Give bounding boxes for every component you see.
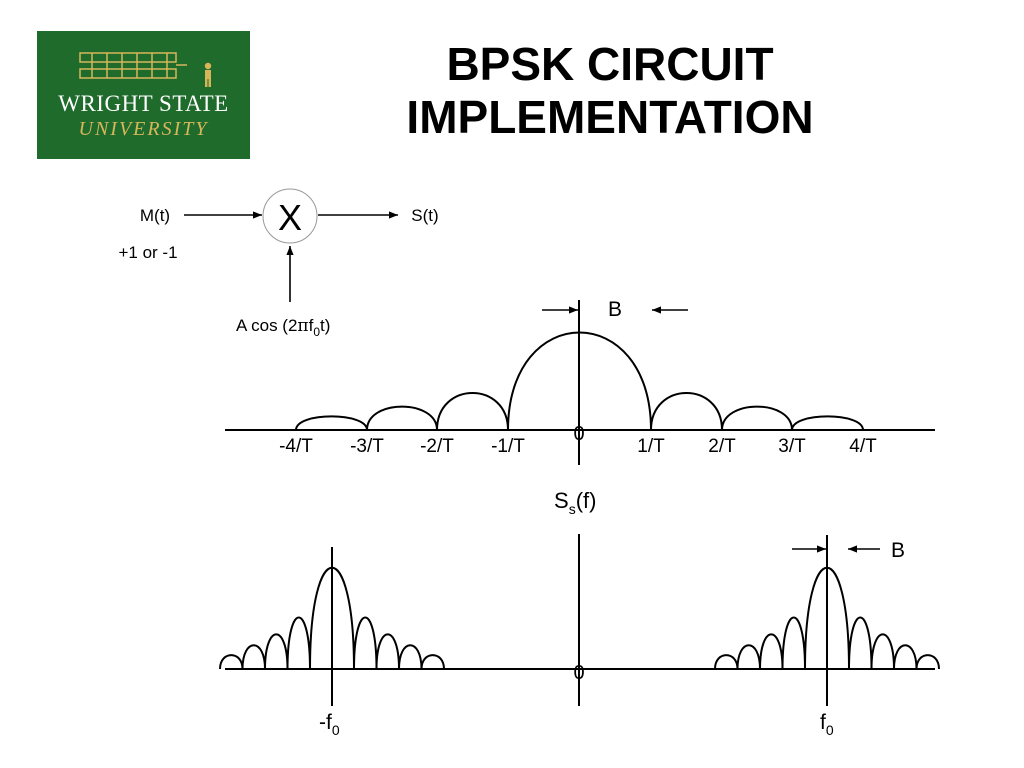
bandpass-spectrum: Ss(f) 0 B -f0 f0 — [219, 488, 940, 738]
baseband-origin-label: 0 — [573, 423, 584, 445]
negative-carrier-label: -f0 — [319, 711, 340, 738]
wright-state-logo: WRIGHT STATE UNIVERSITY — [37, 31, 250, 159]
bandpass-spectrum-title: Ss(f) — [554, 488, 596, 517]
logo-text-university: UNIVERSITY — [78, 118, 209, 140]
baseband-sinc-lobes — [295, 331, 864, 431]
positive-carrier-label: f0 — [820, 711, 834, 738]
input-signal-label: M(t) — [140, 206, 170, 225]
bandpass-bandwidth-label: B — [891, 539, 905, 562]
wright-flyer-icon — [79, 52, 212, 87]
negative-carrier-sinc-lobes — [219, 566, 445, 670]
title-line-1: BPSK CIRCUIT — [446, 38, 774, 90]
logo-text-wright-state: WRIGHT STATE — [58, 91, 229, 116]
multiplier-symbol: X — [278, 197, 302, 238]
slide-title: BPSK CIRCUIT IMPLEMENTATION — [330, 38, 890, 144]
bandwidth-label: B — [608, 298, 622, 321]
baseband-tick-label: 3/T — [778, 436, 806, 457]
positive-carrier-sinc-lobes — [714, 566, 940, 670]
modulator-block: M(t) +1 or -1 X S(t) A cos (2πf0t) — [118, 188, 439, 339]
carrier-label: A cos (2πf0t) — [236, 316, 330, 339]
baseband-tick-label: 1/T — [637, 436, 665, 457]
baseband-tick-label: -1/T — [491, 436, 525, 457]
baseband-tick-label: -3/T — [350, 436, 384, 457]
output-signal-label: S(t) — [411, 206, 438, 225]
title-line-2: IMPLEMENTATION — [406, 91, 814, 143]
baseband-tick-label: 4/T — [849, 436, 877, 457]
multiplier-circle — [262, 188, 318, 244]
baseband-tick-label: -2/T — [420, 436, 454, 457]
baseband-tick-label: 2/T — [708, 436, 736, 457]
input-values-label: +1 or -1 — [118, 243, 177, 262]
baseband-tick-label: -4/T — [279, 436, 313, 457]
bandpass-origin-label: 0 — [573, 662, 584, 684]
baseband-spectrum: 0 B -4/T -3/T -2/T -1/T 1/T 2/T 3/T 4/T — [225, 298, 935, 465]
